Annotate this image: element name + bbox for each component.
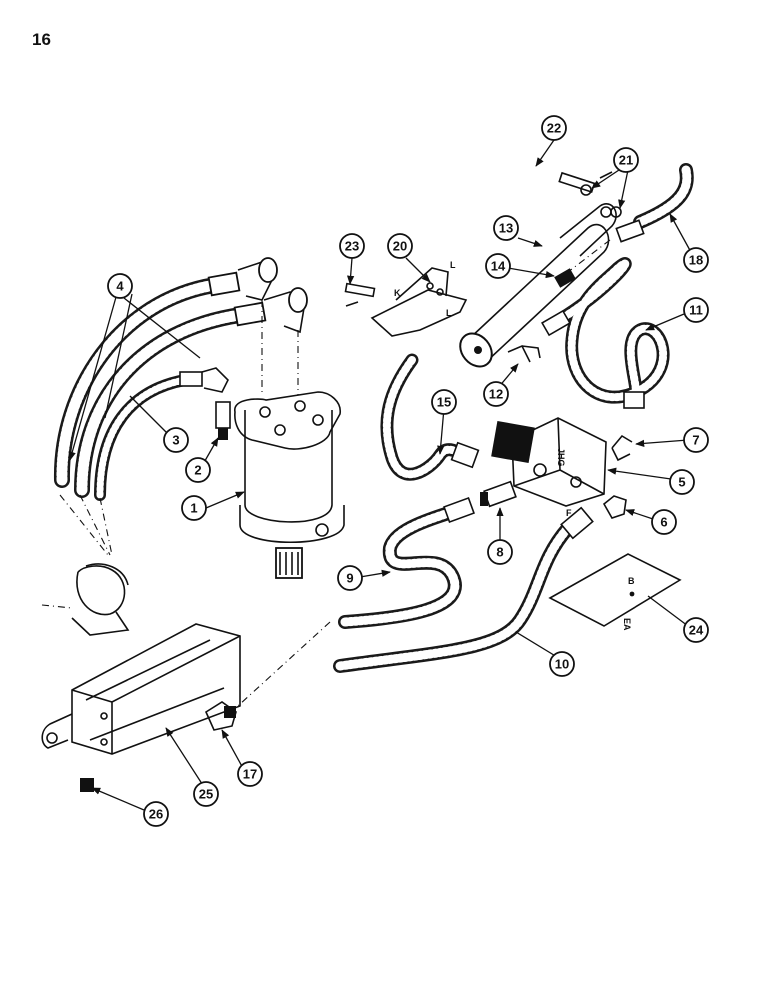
callout-7: 7 <box>683 427 709 453</box>
hose-15 <box>380 353 480 481</box>
svg-text:12: 12 <box>489 387 503 402</box>
valve-letters-jhg: JHG <box>556 448 566 467</box>
svg-text:10: 10 <box>555 657 569 672</box>
svg-text:11: 11 <box>689 303 703 318</box>
hose-18 <box>615 163 694 243</box>
svg-text:9: 9 <box>346 571 353 586</box>
callout-10: 10 <box>549 651 575 677</box>
callout-17: 17 <box>237 761 263 787</box>
hose-10 <box>333 506 594 673</box>
callout-25: 25 <box>193 781 219 807</box>
callout-15: 15 <box>431 389 457 415</box>
plate-letters-ea: EA <box>622 618 632 631</box>
cylinder-25 <box>41 623 241 792</box>
callout-1: 1 <box>181 495 207 521</box>
callout-5: 5 <box>669 469 695 495</box>
valve-letter-f: F <box>566 508 572 518</box>
svg-text:22: 22 <box>547 121 561 136</box>
callout-9: 9 <box>337 565 363 591</box>
svg-text:4: 4 <box>116 279 124 294</box>
svg-text:23: 23 <box>345 239 359 254</box>
plate-24: B EA <box>548 553 682 631</box>
elbow-12 <box>507 344 541 363</box>
callout-21: 21 <box>613 147 639 173</box>
leader-hoses-to-clamp-2 <box>79 494 111 556</box>
callout-14: 14 <box>485 253 511 279</box>
svg-text:24: 24 <box>689 623 704 638</box>
hose-9 <box>338 497 475 629</box>
svg-text:18: 18 <box>689 253 703 268</box>
svg-text:20: 20 <box>393 239 407 254</box>
svg-text:13: 13 <box>499 221 513 236</box>
leader-lines <box>68 139 693 811</box>
callout-11: 11 <box>683 297 709 323</box>
svg-text:3: 3 <box>172 433 179 448</box>
hose-group-4 <box>53 257 308 498</box>
pin-23 <box>344 282 376 307</box>
hydraulic-pump <box>234 391 345 579</box>
svg-text:1: 1 <box>190 501 197 516</box>
callout-12: 12 <box>483 381 509 407</box>
bushing-21 <box>580 184 622 218</box>
leader-hoses-to-clamp-3 <box>99 497 113 556</box>
valve-block-5: JHG F <box>491 417 607 518</box>
callout-23: 23 <box>339 233 365 259</box>
pin-22 <box>558 171 613 194</box>
elbow-6 <box>602 495 627 519</box>
svg-text:17: 17 <box>243 767 257 782</box>
fitting-17 <box>204 701 237 731</box>
callout-3: 3 <box>163 427 189 453</box>
bracket-20: K L L <box>370 260 468 337</box>
hose-3 <box>94 367 229 501</box>
svg-text:25: 25 <box>199 787 213 802</box>
svg-text:26: 26 <box>149 807 163 822</box>
hose-11 <box>541 257 670 409</box>
bracket-letter-k: K <box>394 288 401 298</box>
svg-text:5: 5 <box>678 475 685 490</box>
bracket-letter-l-top: L <box>450 260 456 270</box>
svg-text:6: 6 <box>660 515 667 530</box>
leader-9-to-17 <box>227 621 331 716</box>
svg-text:15: 15 <box>437 395 451 410</box>
callout-13: 13 <box>493 215 519 241</box>
callout-6: 6 <box>651 509 677 535</box>
hose-clamp <box>41 563 130 636</box>
svg-text:2: 2 <box>194 463 201 478</box>
leader-hoses-to-clamp <box>59 494 109 556</box>
fitting-14 <box>554 268 576 288</box>
callout-26: 26 <box>143 801 169 827</box>
svg-text:7: 7 <box>692 433 699 448</box>
cylinder-13 <box>459 203 617 368</box>
elbow-7 <box>611 434 633 462</box>
callout-20: 20 <box>387 233 413 259</box>
page-number: 16 <box>32 30 51 49</box>
plate-letter-b: B <box>628 576 635 586</box>
svg-text:14: 14 <box>491 259 506 274</box>
leader-18-to-14 <box>567 239 611 273</box>
bracket-letter-l-bottom: L <box>446 308 452 318</box>
callout-24: 24 <box>683 617 709 643</box>
callout-22: 22 <box>541 115 567 141</box>
fitting-8 <box>480 480 517 508</box>
svg-text:21: 21 <box>619 153 633 168</box>
callout-4: 4 <box>107 273 133 299</box>
svg-text:8: 8 <box>496 545 503 560</box>
callout-18: 18 <box>683 247 709 273</box>
fitting-2 <box>215 401 231 440</box>
callout-2: 2 <box>185 457 211 483</box>
callout-8: 8 <box>487 539 513 565</box>
